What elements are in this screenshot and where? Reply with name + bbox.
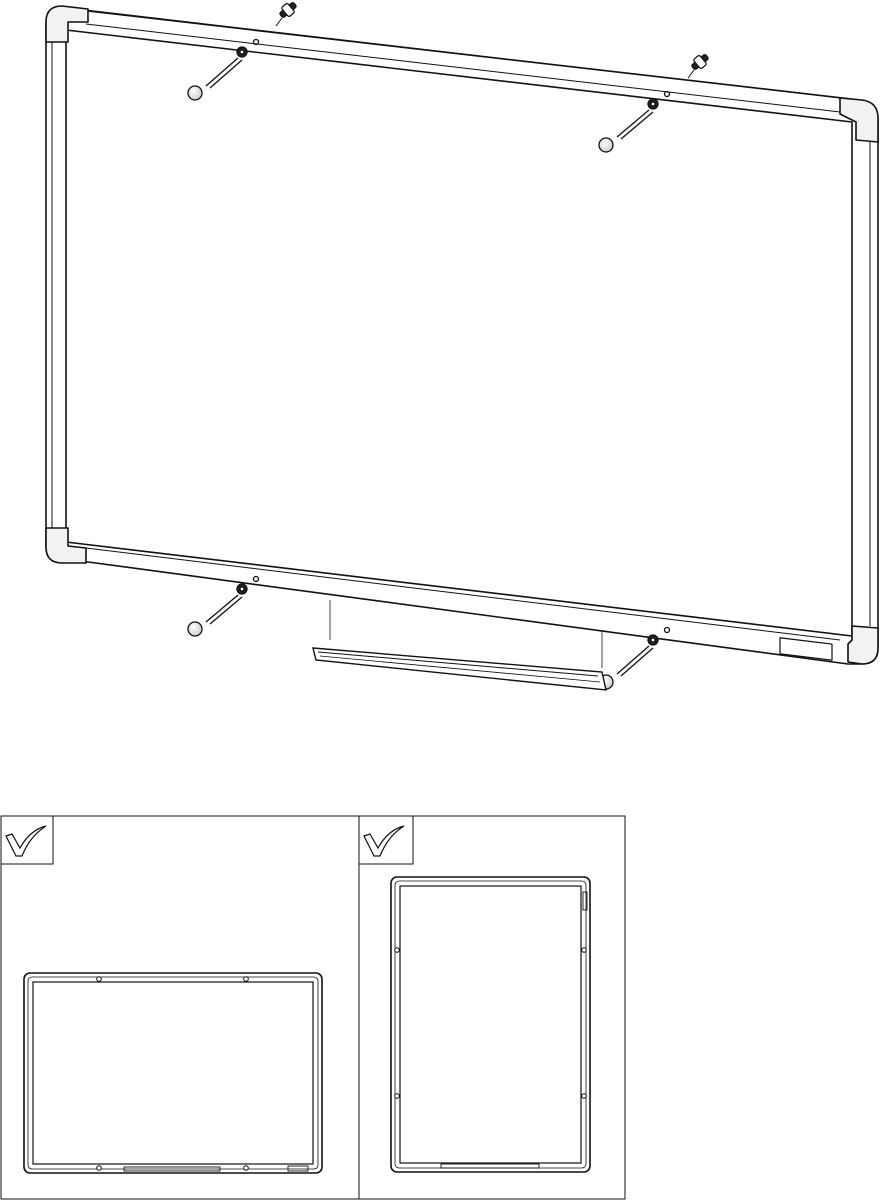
label-plate [779, 637, 833, 661]
whiteboard-main-view [45, 5, 879, 665]
corner-cap-bottom-right [847, 625, 879, 665]
checkmark-icon [363, 825, 405, 857]
fixing-bottom-left [187, 575, 260, 637]
corner-cap-top-left [45, 5, 89, 43]
frame-outer [45, 7, 879, 665]
bracket-right [691, 54, 709, 70]
frame-inner [65, 29, 853, 637]
orientation-panels [0, 815, 626, 1200]
mounting-brackets [275, 2, 709, 79]
fixing-bottom-right [598, 626, 671, 690]
fixing-top-right [598, 90, 671, 153]
fixing-top-left [187, 38, 260, 101]
wall-fixings [187, 38, 671, 690]
corner-cap-bottom-left [45, 527, 87, 564]
bracket-left [279, 2, 297, 18]
marker-tray [312, 600, 607, 691]
checkmark-icon [5, 825, 47, 857]
panel-landscape [0, 815, 323, 1174]
panel-portrait [358, 815, 591, 1173]
corner-cap-top-right [839, 97, 879, 143]
